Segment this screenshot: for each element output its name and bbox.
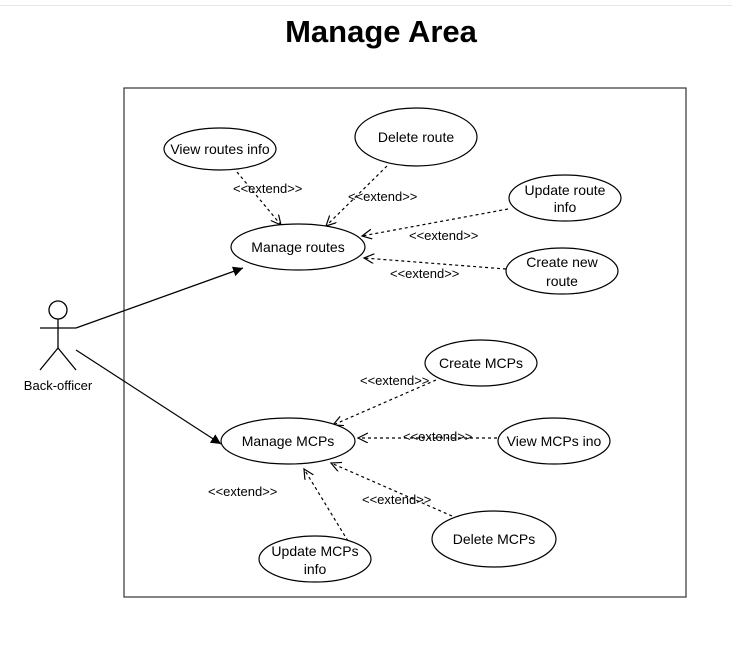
- use-case-label: route: [546, 273, 578, 289]
- extend-label: <<extend>>: [409, 228, 478, 243]
- extend-create-mcps: [333, 379, 437, 425]
- use-case-manage-routes: [230, 223, 366, 271]
- extend-view-routes-info: [236, 171, 281, 225]
- extend-delete-mcps: [331, 463, 453, 517]
- extend-update-mcps-info: [304, 469, 349, 542]
- association-manage-mcps: [75, 349, 222, 445]
- use-case-manage-mcps: [220, 417, 356, 465]
- use-case-update-mcps-info: [258, 535, 372, 583]
- actor-back-officer: [39, 300, 77, 371]
- extend-label: <<extend>>: [403, 429, 472, 444]
- actor-head: [48, 300, 68, 320]
- use-case-label: Delete route: [378, 129, 454, 145]
- top-divider: [0, 5, 732, 6]
- extend-update-route-info: [362, 208, 509, 236]
- use-case-create-mcps: [424, 339, 538, 387]
- use-case-label: View MCPs ino: [507, 433, 602, 449]
- extend-delete-route: [326, 165, 388, 226]
- association-manage-routes: [75, 266, 244, 329]
- use-case-view-mcps-info: [497, 417, 611, 465]
- use-case-label: Update MCPs: [271, 543, 358, 559]
- use-case-label: Create new: [526, 254, 598, 270]
- use-case-label: Update route: [525, 182, 606, 198]
- use-case-delete-route: [354, 107, 478, 167]
- use-case-label: info: [554, 199, 577, 215]
- use-case-label: info: [304, 561, 327, 577]
- use-case-label: View routes info: [170, 141, 270, 157]
- actor-label: Back-officer: [24, 378, 93, 393]
- use-case-label: Create MCPs: [439, 355, 523, 371]
- use-case-label: Manage MCPs: [242, 433, 335, 449]
- use-case-view-routes-info: [163, 127, 277, 171]
- actor-right-leg: [57, 347, 77, 371]
- extend-label: <<extend>>: [348, 189, 417, 204]
- use-case-create-new-route: [505, 247, 619, 295]
- extend-label: <<extend>>: [208, 484, 277, 499]
- use-case-update-route-info: [508, 174, 622, 222]
- use-case-delete-mcps: [431, 510, 557, 568]
- use-case-label: Manage routes: [251, 239, 344, 255]
- diagram-title: Manage Area: [285, 14, 477, 49]
- extend-label: <<extend>>: [362, 492, 431, 507]
- actor-left-leg: [39, 347, 59, 371]
- system-boundary: [123, 87, 687, 598]
- use-case-label: Delete MCPs: [453, 531, 535, 547]
- extend-label: <<extend>>: [233, 181, 302, 196]
- extend-label: <<extend>>: [360, 373, 429, 388]
- extend-label: <<extend>>: [390, 266, 459, 281]
